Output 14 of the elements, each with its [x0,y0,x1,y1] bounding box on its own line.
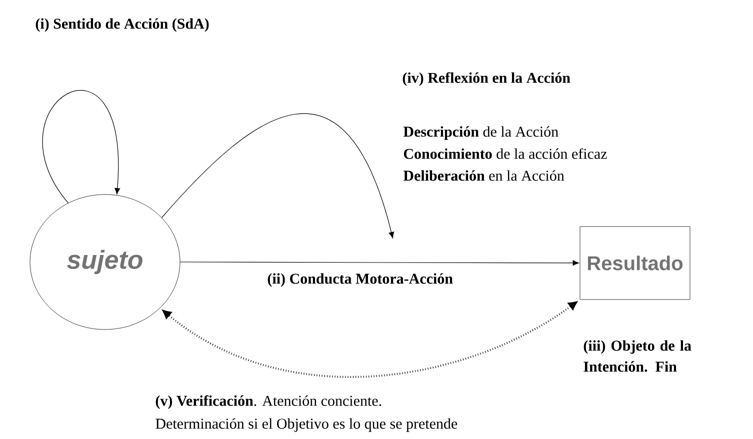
note-text: Descripción de la Acción [403,126,558,140]
arrow [180,260,579,266]
arrow [162,114,394,238]
note-text: Deliberación en la Acción [403,170,564,181]
edge-label: (v) Verificación. Atención conciente. [156,395,382,409]
arrow [162,300,578,378]
edge-label: (iv) Reflexión en la Acción [402,72,570,86]
edge-label: (i) Sentido de Acción (SdA) [36,18,209,32]
node-caption: (iii) Objeto de la Intención. Fin [584,340,692,372]
result-box: Resultado [580,226,690,300]
note-text: Conocimiento de la acción eficaz [404,148,607,159]
arrow [42,90,120,204]
note-text: Determinación si el Objetivo es lo que se pretende [156,418,458,432]
edge-label: (ii) Conducta Motora-Acción [268,273,453,287]
